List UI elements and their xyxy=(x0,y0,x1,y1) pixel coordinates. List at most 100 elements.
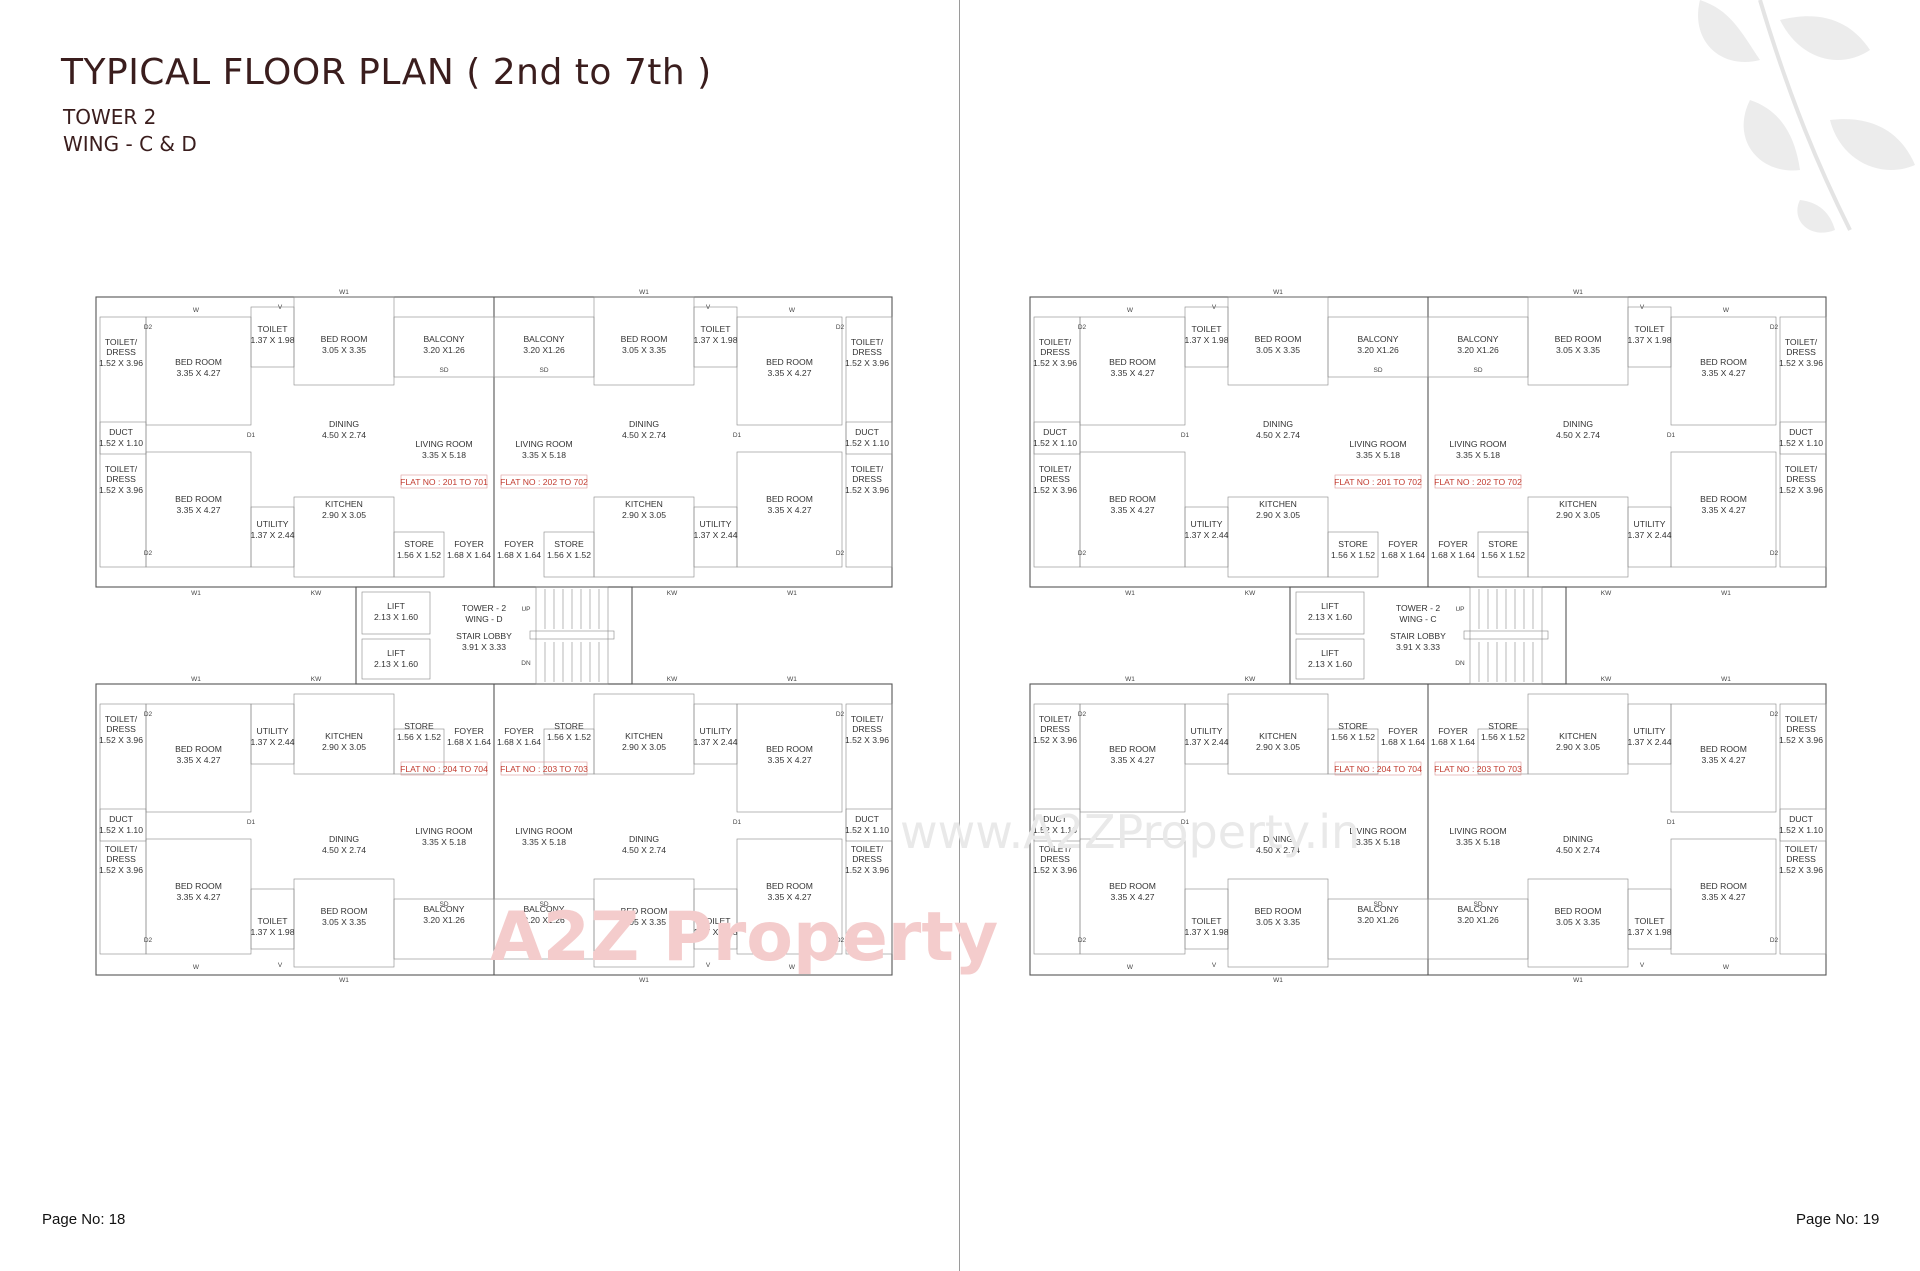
living-room-size: 3.35 X 5.18 xyxy=(1456,450,1500,460)
utility-name: UTILITY xyxy=(700,519,732,529)
store-size: 1.56 X 1.52 xyxy=(1331,550,1375,560)
door-tag: D1 xyxy=(1667,819,1676,826)
toilet-dress-name: TOILET/ xyxy=(1039,844,1072,854)
bed-room-size: 3.35 X 4.27 xyxy=(768,755,812,765)
toilet-dress-size: 1.52 X 3.96 xyxy=(1033,735,1077,745)
wing-subtitle: WING - C & D xyxy=(63,132,197,156)
duct-size: 1.52 X 1.10 xyxy=(99,438,143,448)
balcony xyxy=(1427,316,1529,378)
flat-number-label-box xyxy=(1434,761,1522,776)
toilet-size: 1.37 X 1.98 xyxy=(694,927,738,937)
duct-size: 1.52 X 1.10 xyxy=(99,825,143,835)
lift-name: LIFT xyxy=(387,648,405,658)
foyer-size: 1.68 X 1.64 xyxy=(1431,550,1475,560)
foyer-name: FOYER xyxy=(1388,539,1418,549)
toilet-dress-name: DRESS xyxy=(106,724,136,734)
toilet-dress-name: DRESS xyxy=(1786,347,1816,357)
toilet-dress-size: 1.52 X 3.96 xyxy=(845,358,889,368)
store-name: STORE xyxy=(1338,539,1368,549)
leaf-ornament-icon xyxy=(1698,0,1915,233)
window-tag: W1 xyxy=(339,977,349,984)
stair-down-label: DN xyxy=(1455,660,1465,667)
bed-room-size: 3.35 X 4.27 xyxy=(768,892,812,902)
duct-name: DUCT xyxy=(109,814,134,824)
toilet-dress-size: 1.52 X 3.96 xyxy=(1779,358,1823,368)
utility-name: UTILITY xyxy=(700,726,732,736)
store xyxy=(393,728,445,775)
bed-room-name: BED ROOM xyxy=(766,881,813,891)
dining-name: DINING xyxy=(1263,834,1293,844)
duct-name: DUCT xyxy=(1043,427,1068,437)
bed-room-small-name: BED ROOM xyxy=(1555,334,1602,344)
bed-room-name: BED ROOM xyxy=(1109,744,1156,754)
window-tag: W xyxy=(1127,307,1134,314)
flat-number-label-box xyxy=(500,761,588,776)
bed-room-name: BED ROOM xyxy=(1700,494,1747,504)
bed-room-size: 3.35 X 4.27 xyxy=(177,368,221,378)
dining-name: DINING xyxy=(1563,419,1593,429)
toilet-dress-name: DRESS xyxy=(852,854,882,864)
living-room-size: 3.35 X 5.18 xyxy=(422,837,466,847)
balcony-name: BALCONY xyxy=(523,904,564,914)
window-tag: KW xyxy=(1601,676,1612,683)
utility-name: UTILITY xyxy=(1191,726,1223,736)
utility-name: UTILITY xyxy=(257,726,289,736)
stair-lobby-name: STAIR LOBBY xyxy=(1390,631,1446,641)
toilet-dress-size: 1.52 X 3.96 xyxy=(99,865,143,875)
balcony-name: BALCONY xyxy=(1457,334,1498,344)
window-tag: W xyxy=(1127,964,1134,971)
toilet-dress-name: TOILET/ xyxy=(1785,844,1818,854)
kitchen-size: 2.90 X 3.05 xyxy=(622,742,666,752)
bed-room-name: BED ROOM xyxy=(1109,357,1156,367)
toilet-dress-name: TOILET/ xyxy=(1785,464,1818,474)
window-tag: W1 xyxy=(1125,590,1135,597)
duct-name: DUCT xyxy=(855,427,880,437)
toilet-dress-name: TOILET/ xyxy=(851,464,884,474)
kitchen xyxy=(593,496,695,578)
bed-room-small-name: BED ROOM xyxy=(621,334,668,344)
duct xyxy=(845,808,893,842)
utility-name: UTILITY xyxy=(257,519,289,529)
balcony-size: 3.20 X1.26 xyxy=(423,915,465,925)
bed-room-name: BED ROOM xyxy=(175,881,222,891)
window-tag: W1 xyxy=(1273,977,1283,984)
store-size: 1.56 X 1.52 xyxy=(397,732,441,742)
toilet-size: 1.37 X 1.98 xyxy=(1628,927,1672,937)
duct xyxy=(1033,808,1081,842)
duct-size: 1.52 X 1.10 xyxy=(1779,825,1823,835)
flat-number-label: FLAT NO : 204 TO 704 xyxy=(1334,764,1422,774)
bed-room-size: 3.35 X 4.27 xyxy=(1702,892,1746,902)
door-tag: SD xyxy=(539,367,548,374)
toilet-dress-name: DRESS xyxy=(1040,854,1070,864)
balcony-size: 3.20 X1.26 xyxy=(1357,915,1399,925)
kitchen-size: 2.90 X 3.05 xyxy=(1256,510,1300,520)
window-tag: W xyxy=(193,307,200,314)
store-name: STORE xyxy=(1488,721,1518,731)
kitchen-name: KITCHEN xyxy=(325,499,363,509)
window-tag: KW xyxy=(311,676,322,683)
living-room-size: 3.35 X 5.18 xyxy=(1456,837,1500,847)
door-tag: D1 xyxy=(1181,432,1190,439)
living-room-name: LIVING ROOM xyxy=(415,826,472,836)
balcony-size: 3.20 X1.26 xyxy=(423,345,465,355)
store-name: STORE xyxy=(404,539,434,549)
door-tag: SD xyxy=(1373,367,1382,374)
utility-size: 1.37 X 2.44 xyxy=(694,737,738,747)
foyer-name: FOYER xyxy=(504,539,534,549)
vent-tag: V xyxy=(278,304,283,311)
tower-subtitle: TOWER 2 xyxy=(63,105,157,129)
bed-room-name: BED ROOM xyxy=(1109,881,1156,891)
duct-name: DUCT xyxy=(1043,814,1068,824)
store-name: STORE xyxy=(554,721,584,731)
toilet-dress-name: TOILET/ xyxy=(851,844,884,854)
utility-size: 1.37 X 2.44 xyxy=(694,530,738,540)
balcony xyxy=(493,316,595,378)
bedroom-1 xyxy=(1670,316,1777,426)
stair-up-label: UP xyxy=(521,606,530,613)
balcony-size: 3.20 X1.26 xyxy=(523,915,565,925)
foyer-size: 1.68 X 1.64 xyxy=(1381,737,1425,747)
toilet-size: 1.37 X 1.98 xyxy=(1185,927,1229,937)
utility-size: 1.37 X 2.44 xyxy=(251,737,295,747)
toilet-dress-size: 1.52 X 3.96 xyxy=(845,485,889,495)
